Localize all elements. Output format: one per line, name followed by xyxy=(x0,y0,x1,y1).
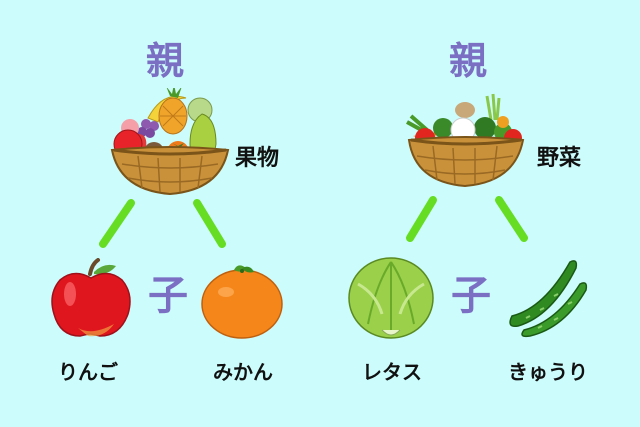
parent-label-fruit: 親 xyxy=(145,39,184,83)
child-label-fruit: 子 xyxy=(148,273,188,319)
lettuce-icon xyxy=(348,257,434,339)
category-label-vegetable: 野菜 xyxy=(537,146,582,171)
parent-label-vegetable: 親 xyxy=(448,39,487,83)
connector-veg-cucumber xyxy=(495,196,528,242)
vegetable-basket-icon xyxy=(406,93,525,188)
child-name-cucumber: きゅうり xyxy=(508,360,588,384)
category-label-fruit: 果物 xyxy=(235,146,280,171)
child-name-apple: りんご xyxy=(58,360,118,384)
child-name-orange: みかん xyxy=(213,360,273,384)
fruit-basket-icon xyxy=(110,88,230,196)
mandarin-orange-icon xyxy=(201,265,283,339)
child-label-vegetable: 子 xyxy=(451,273,491,319)
connector-veg-lettuce xyxy=(406,196,437,242)
connector-fruit-orange xyxy=(193,199,226,248)
connector-fruit-apple xyxy=(99,199,135,248)
child-name-lettuce: レタス xyxy=(362,360,422,384)
cucumber-icon xyxy=(509,260,588,338)
apple-icon xyxy=(51,258,131,337)
